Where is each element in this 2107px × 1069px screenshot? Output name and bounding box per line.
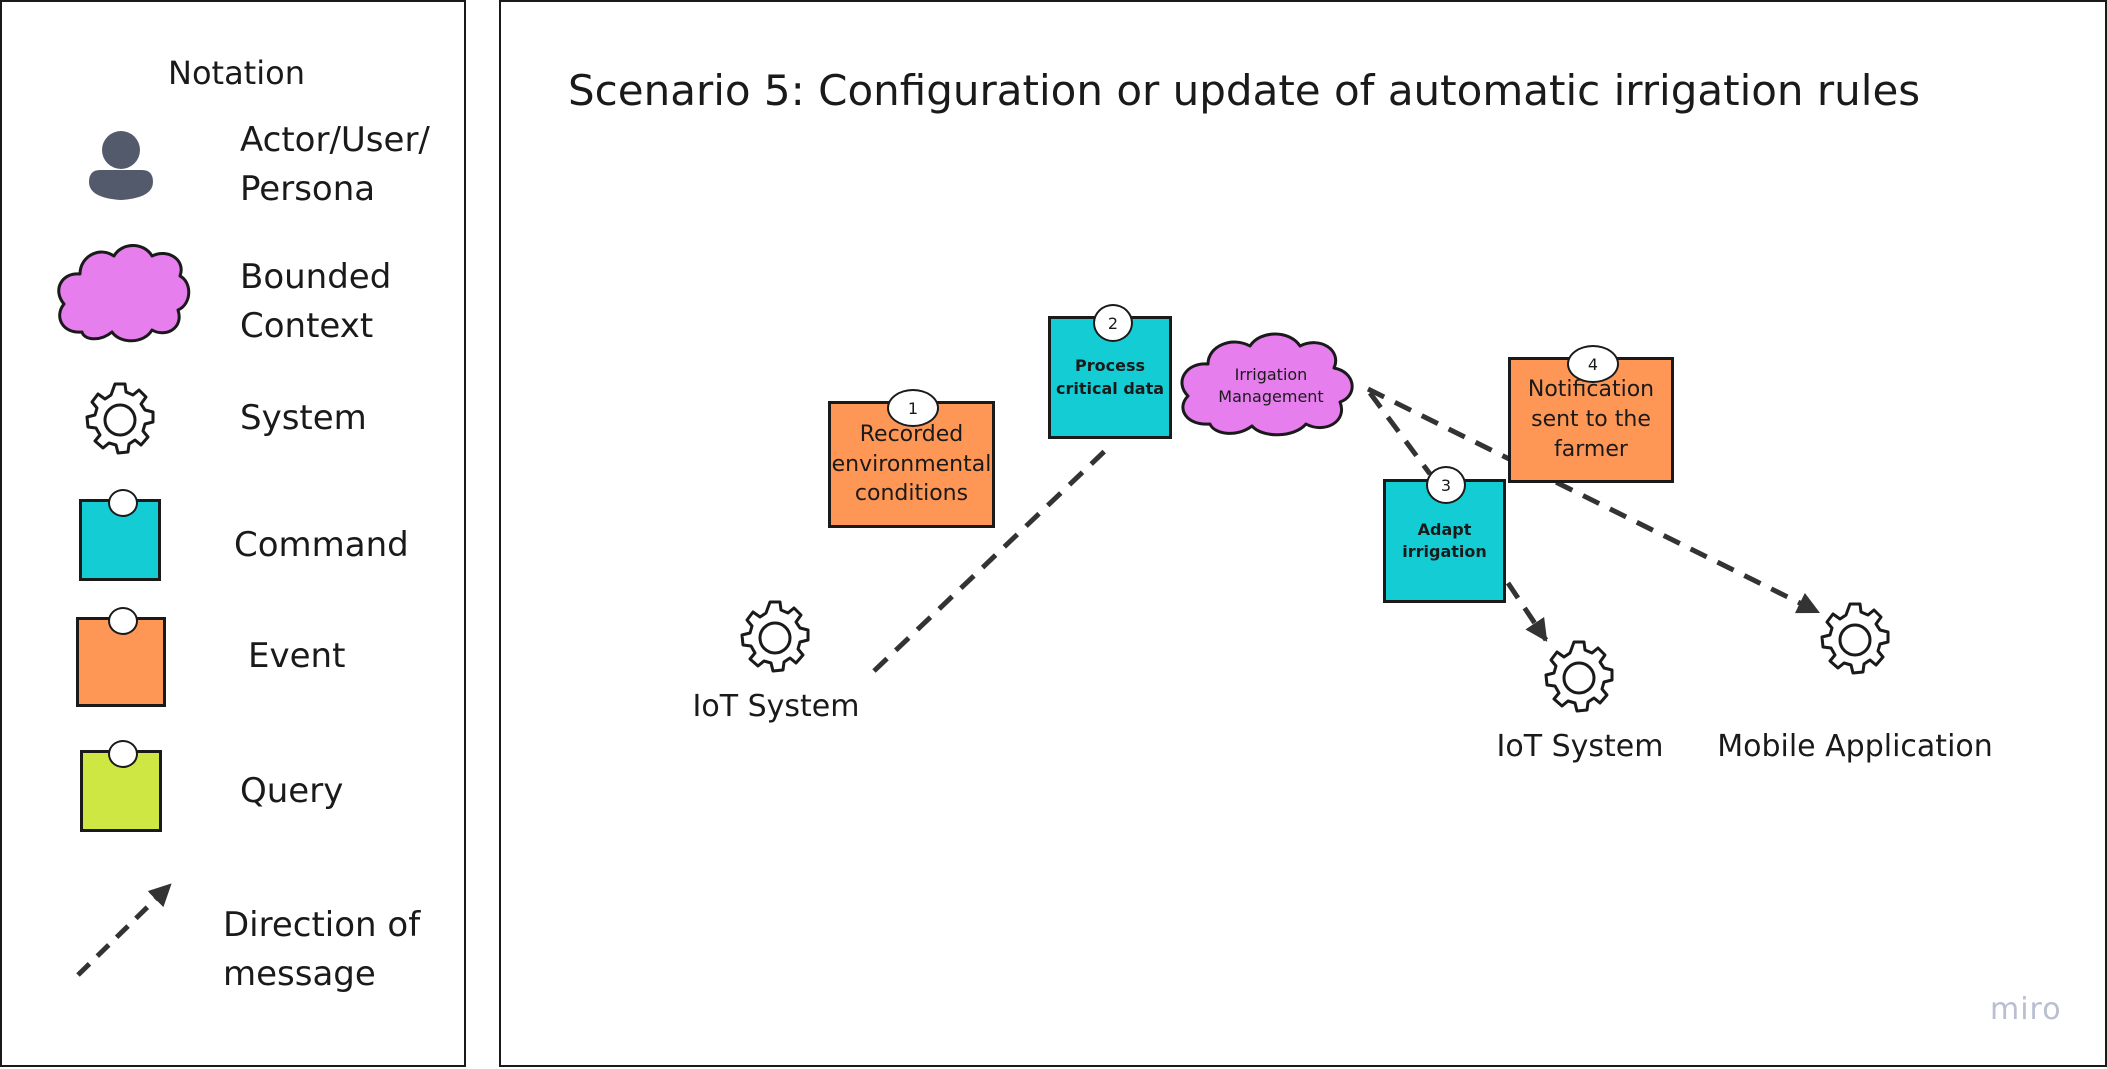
command-3-label: Adapt irrigation	[1402, 519, 1487, 561]
arrow-context-to-adapt	[1367, 391, 1433, 476]
query-dot-icon	[108, 740, 138, 768]
legend-label-direction: Direction of message	[223, 905, 421, 995]
gear-icon	[1544, 640, 1614, 713]
event-4-label: Notification sent to the farmer	[1527, 377, 1655, 462]
step-badge-3: 3	[1426, 466, 1466, 504]
arrow-iot-to-process	[872, 446, 1110, 673]
direction-arrow-icon	[76, 883, 172, 977]
legend-label-bounded-context: Bounded Context	[240, 257, 392, 347]
legend-label-system: System	[240, 398, 367, 438]
command-dot-icon	[108, 489, 138, 517]
gear-icon	[740, 600, 810, 673]
command-2-label: Process critical data	[1055, 356, 1165, 398]
step-badge-1: 1	[887, 389, 939, 427]
bounded-context-label: Irrigation Management	[1218, 365, 1324, 406]
event-1-label: Recorded environmental conditions	[831, 421, 992, 507]
event-dot-icon	[108, 607, 138, 635]
step-badge-4: 4	[1567, 345, 1619, 383]
legend-label-command: Command	[234, 525, 409, 565]
scenario-canvas	[499, 0, 2107, 1067]
bounded-context-irrigation-management[interactable]	[1174, 330, 1368, 438]
system-iot-right-label: IoT System	[1496, 729, 1664, 764]
legend-label-query: Query	[240, 771, 344, 811]
system-mobile-label: Mobile Application	[1717, 729, 1993, 764]
step-badge-2: 2	[1093, 304, 1133, 342]
legend-panel: Notation Actor/User/ Persona Bounded Con…	[0, 0, 466, 1067]
arrow-context-to-mobile	[1366, 386, 1821, 615]
actor-icon	[89, 131, 153, 200]
legend-label-event: Event	[248, 636, 346, 676]
page-title: Scenario 5: Configuration or update of a…	[568, 66, 1921, 115]
legend-label-actor: Actor/User/ Persona	[240, 120, 430, 210]
bounded-context-icon	[57, 244, 191, 343]
legend-title: Notation	[168, 54, 305, 92]
arrow-adapt-to-iot	[1505, 581, 1549, 642]
gear-icon	[1820, 602, 1890, 675]
brand-logo: miro	[1990, 992, 2062, 1027]
system-iot-left-label: IoT System	[692, 689, 860, 724]
